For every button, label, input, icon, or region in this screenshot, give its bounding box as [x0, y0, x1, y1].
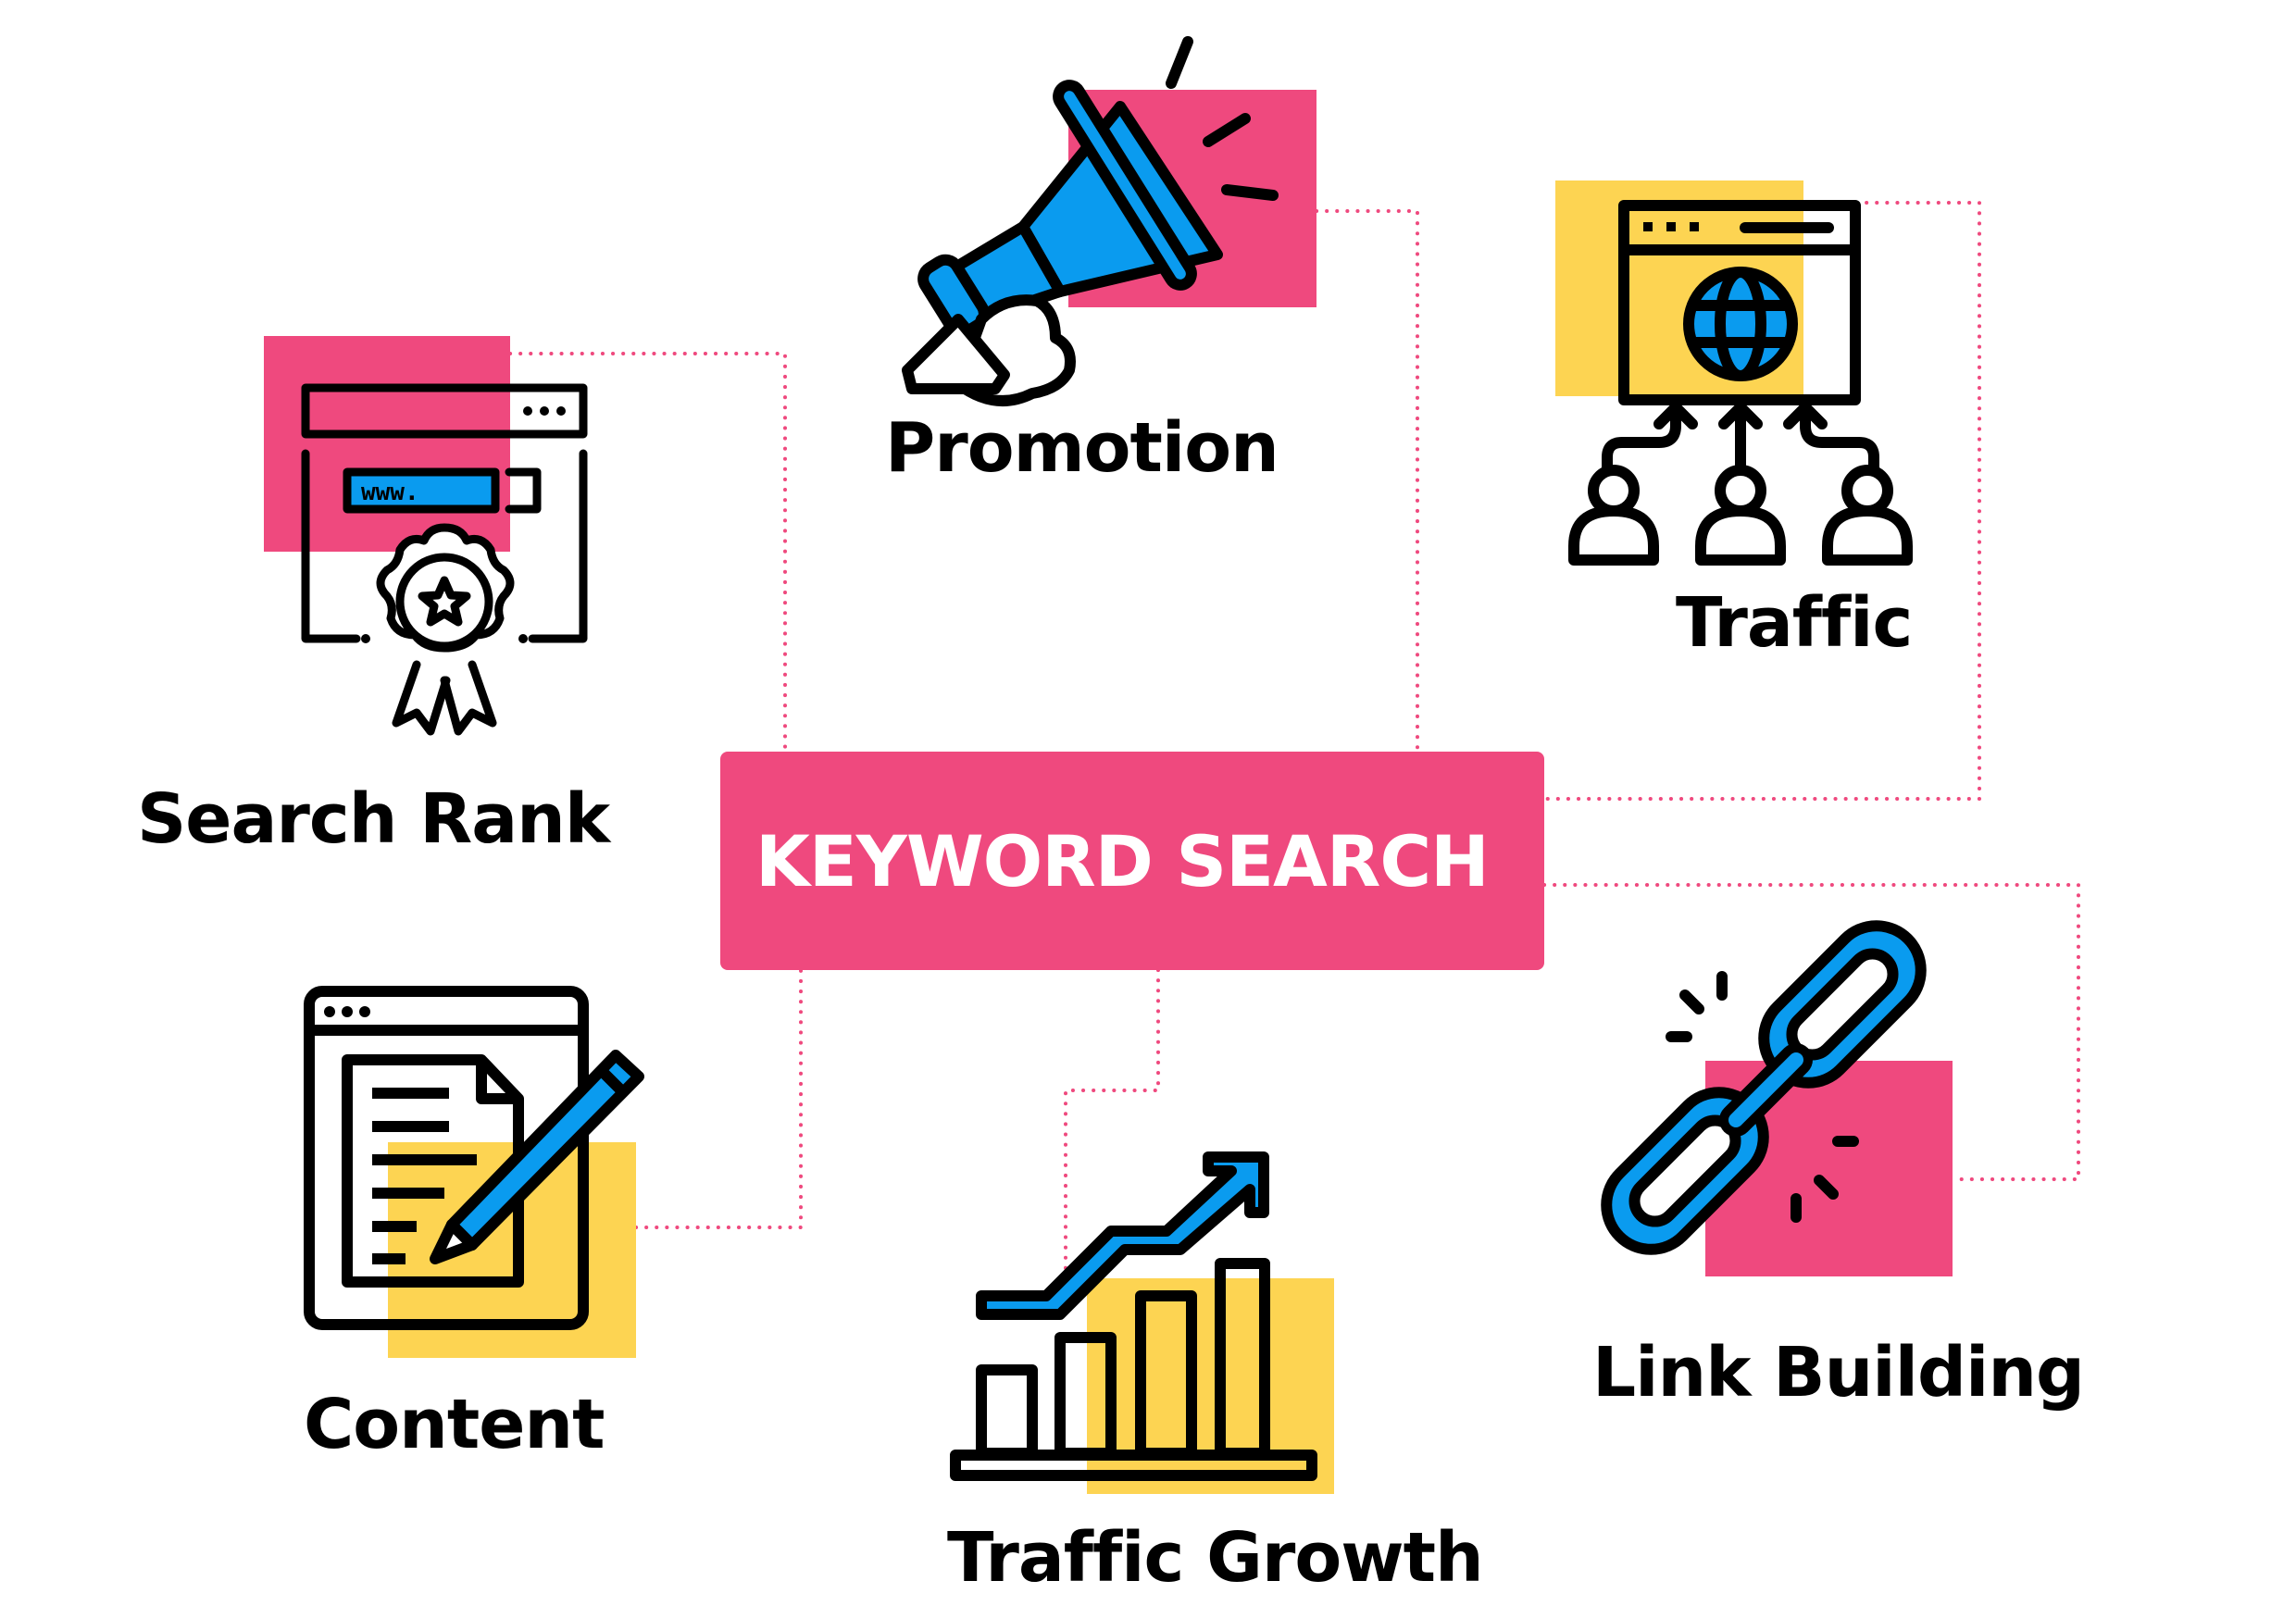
connector-traffic: [1542, 201, 1981, 801]
globe-browser-users-icon: [1568, 200, 1913, 566]
search-rank-label: Search Rank: [137, 779, 610, 859]
connector-link-building: [1542, 883, 2080, 1181]
www-text: www.: [361, 479, 419, 506]
connector-search-rank: [508, 352, 787, 753]
connector-traffic-growth: [1064, 968, 1160, 1275]
traffic-label: Traffic: [1676, 583, 1913, 663]
content-label: Content: [304, 1385, 605, 1464]
keyword-search-box: KEYWORD SEARCH: [720, 752, 1544, 970]
traffic-growth-label: Traffic Growth: [947, 1518, 1484, 1598]
bar-chart-growth-icon: [950, 1151, 1317, 1481]
promotion-label: Promotion: [885, 408, 1279, 488]
chain-link-icon: [1601, 920, 1927, 1255]
link-building-label: Link Building: [1592, 1333, 2085, 1413]
connector-promotion: [1315, 209, 1419, 753]
connector-content: [634, 968, 803, 1229]
award-ribbon-browser-icon: www.: [301, 383, 588, 736]
keyword-search-title: KEYWORD SEARCH: [755, 819, 1490, 902]
document-pencil-icon: [304, 986, 644, 1330]
megaphone-icon: [902, 36, 1279, 406]
